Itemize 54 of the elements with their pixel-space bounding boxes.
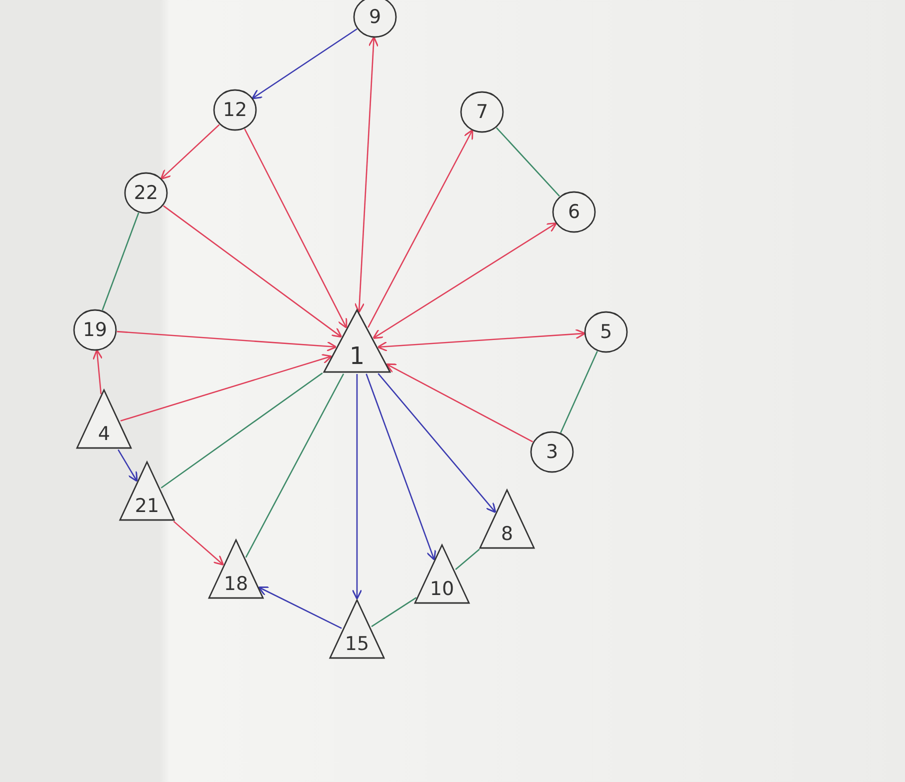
connector-line [102, 212, 140, 310]
node-number: 4 [98, 425, 110, 444]
arrow [386, 363, 534, 442]
node-number: 15 [344, 635, 370, 654]
arrow [258, 586, 342, 629]
connector-line [160, 372, 323, 488]
node-number: 18 [224, 575, 248, 594]
connector-line [496, 127, 560, 197]
arrow [352, 374, 362, 600]
circle-node [531, 432, 573, 472]
arrow [372, 222, 558, 339]
arrow [160, 124, 220, 180]
node-number: 1 [349, 344, 365, 368]
circle-node [74, 310, 116, 350]
triangle-node [415, 545, 469, 603]
arrow [92, 349, 103, 394]
triangle-node [480, 490, 534, 548]
arrow [173, 520, 224, 566]
arrow [244, 128, 348, 329]
arrow [354, 36, 379, 314]
circle-node [585, 312, 627, 352]
node-number: 9 [368, 8, 382, 26]
arrow [118, 449, 138, 482]
node-number: 12 [222, 100, 248, 120]
triangle-node [77, 390, 131, 448]
node-number: 6 [568, 202, 580, 222]
connector-line [371, 597, 417, 628]
arrow [368, 129, 474, 328]
node-number: 7 [476, 102, 488, 122]
triangle-node [330, 600, 384, 658]
circle-node [214, 90, 256, 130]
arrow [120, 354, 332, 422]
arrow [252, 28, 358, 100]
triangle-node [324, 310, 390, 372]
arrow [116, 330, 337, 352]
arrow [378, 373, 496, 514]
node-number: 3 [546, 442, 558, 462]
connector-line [455, 548, 480, 570]
circle-node [553, 192, 595, 232]
arrow [366, 374, 436, 560]
arrow [377, 328, 586, 352]
node-number: 10 [430, 580, 454, 599]
circle-node [461, 92, 503, 132]
connector-line [560, 351, 598, 433]
node-number: 19 [82, 320, 108, 340]
circle-node [125, 173, 167, 213]
node-number: 8 [500, 525, 514, 544]
connector-line [245, 373, 344, 558]
triangle-node [209, 540, 263, 598]
arrow [163, 205, 342, 338]
node-number: 22 [134, 184, 158, 202]
node-number: 5 [600, 322, 612, 342]
node-number: 21 [134, 497, 160, 516]
triangle-node [120, 462, 174, 520]
